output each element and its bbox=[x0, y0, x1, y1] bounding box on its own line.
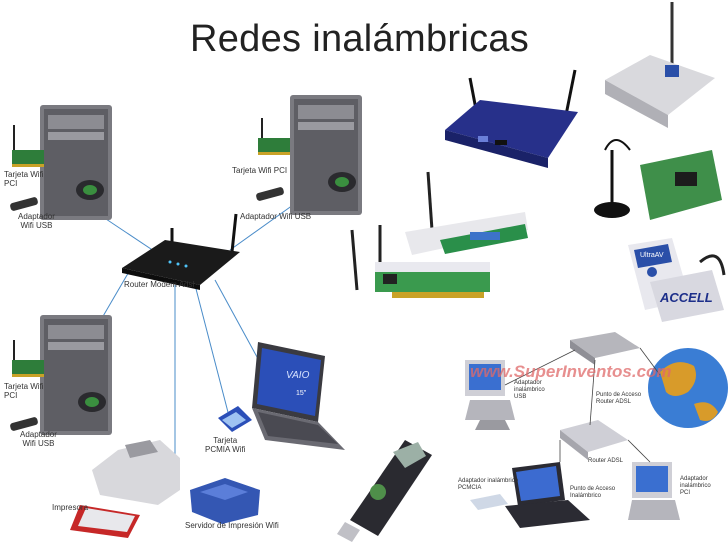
website-watermark: www.SuperInventos.com bbox=[470, 362, 672, 381]
vaio-logo: VAIO bbox=[286, 370, 310, 381]
pci-card-center bbox=[405, 171, 528, 255]
laptop bbox=[252, 342, 345, 450]
label-wifi-usb-3: Adaptador Wifi USB bbox=[20, 430, 57, 448]
page-title: Redes inalámbricas bbox=[190, 18, 530, 60]
pci-card-bottom-left bbox=[12, 340, 44, 377]
label-access-point: Punto de Acceso Router ADSL bbox=[596, 392, 642, 405]
connection-lines bbox=[94, 199, 301, 470]
label-print-server: Servidor de Impresión Wifi bbox=[185, 521, 279, 530]
accell-logo: ACCELL bbox=[660, 290, 713, 305]
pci-card-dual-antenna bbox=[350, 225, 490, 298]
line-to-pc-top-right bbox=[229, 199, 301, 251]
pc-tower-bottom-left bbox=[40, 315, 112, 435]
print-server bbox=[190, 478, 260, 524]
pci-card-top-right bbox=[258, 118, 290, 155]
label-wifi-usb-2: Adaptador Wifi USB bbox=[240, 212, 312, 221]
pc-tower-top-right bbox=[290, 95, 362, 215]
label-wifi-pci-1: Tarjeta Wifi PCI bbox=[4, 170, 44, 188]
label-printer: Impresora bbox=[52, 503, 89, 512]
access-point-silver bbox=[605, 2, 715, 128]
label-wireless-adapter-pcmcia: Adaptador inalámbrico PCMCIA bbox=[458, 478, 519, 491]
line-to-pc-top-left bbox=[99, 214, 161, 256]
label-access-point-wireless: Punto de Acceso Inalámbrico bbox=[570, 486, 616, 499]
label-wifi-pci-3: Tarjeta Wifi PCI bbox=[4, 382, 44, 400]
usb-adapter-top-left bbox=[10, 197, 38, 211]
accell-usb-adapter bbox=[650, 254, 726, 322]
label-wifi-usb-1: Adaptador Wifi USB bbox=[18, 212, 55, 230]
label-wireless-adapter-pci: Adaptador inalámbrico PCI bbox=[680, 476, 711, 496]
router-modem-adsl bbox=[122, 213, 240, 290]
ultrav-logo: UltraAV bbox=[640, 252, 664, 259]
pc-tower-top-left bbox=[40, 105, 112, 220]
pci-card-external-antenna bbox=[594, 139, 722, 220]
label-usb-adapter-net: Adaptador inalámbrico USB bbox=[514, 380, 545, 400]
label-pcmcia: Tarjeta PCMIA Wifi bbox=[205, 436, 246, 454]
line-to-pcmcia bbox=[194, 284, 231, 421]
usb-adapter-bottom-left bbox=[10, 417, 38, 431]
label-router: Router Modem Adsl bbox=[124, 280, 195, 289]
network-illustration bbox=[465, 332, 728, 528]
usb-adapter-top-right bbox=[256, 187, 284, 201]
wireless-router-blue bbox=[445, 69, 578, 168]
usb-wifi-stick bbox=[337, 440, 432, 542]
laptop-badge: 15" bbox=[296, 390, 307, 397]
label-router-adsl: Router ADSL bbox=[588, 458, 624, 464]
label-wifi-pci-2: Tarjeta Wifi PCI bbox=[232, 166, 288, 175]
pcmcia-card bbox=[218, 406, 252, 432]
pci-card-top-left bbox=[12, 125, 44, 167]
printer bbox=[70, 440, 180, 538]
